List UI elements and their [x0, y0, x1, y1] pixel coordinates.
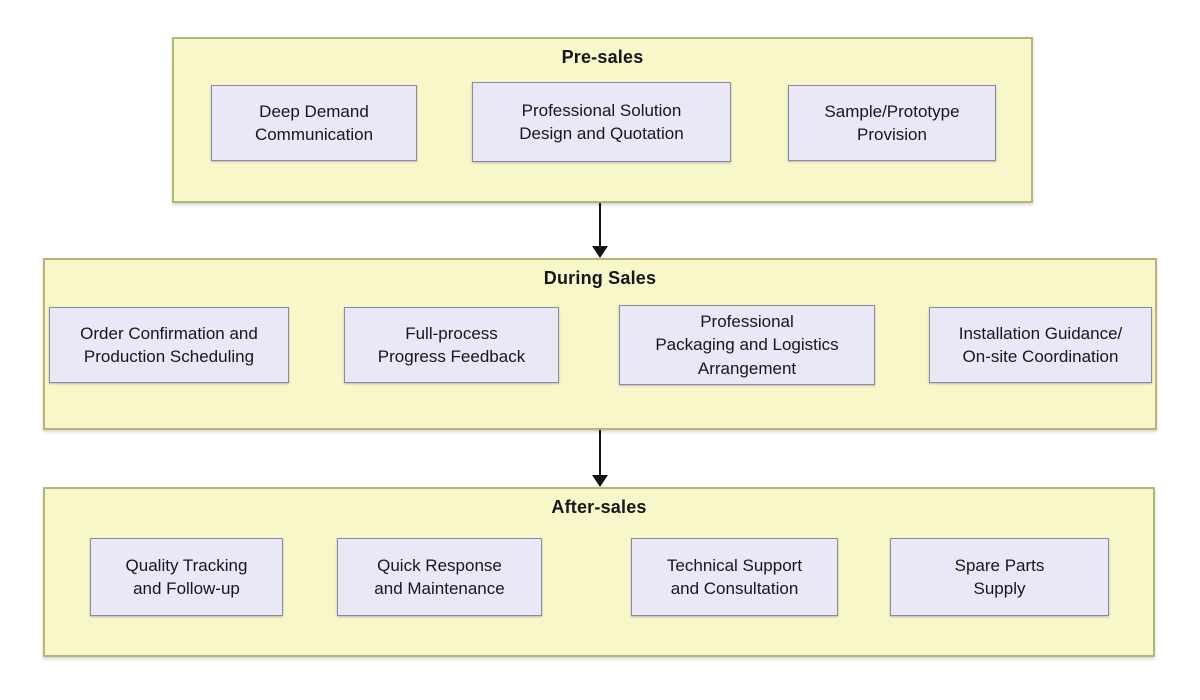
process-box-installation-guidance: Installation Guidance/ On-site Coordinat… — [929, 307, 1152, 383]
arrow-head-icon — [592, 475, 608, 487]
process-box-packaging-logistics: Professional Packaging and Logistics Arr… — [619, 305, 875, 385]
process-box-quality-tracking: Quality Tracking and Follow-up — [90, 538, 283, 616]
stage-title-during-sales: During Sales — [543, 268, 657, 288]
stage-pre-sales: Pre-sales Deep Demand Communication Prof… — [172, 37, 1033, 203]
arrow-line — [599, 430, 601, 475]
process-box-solution-design-quotation: Professional Solution Design and Quotati… — [472, 82, 731, 162]
arrow-line — [599, 203, 601, 246]
process-box-order-confirmation-scheduling: Order Confirmation and Production Schedu… — [49, 307, 289, 383]
arrow-head-icon — [592, 246, 608, 258]
stage-title-after-sales: After-sales — [551, 497, 647, 517]
stage-title-pre-sales: Pre-sales — [561, 47, 644, 67]
process-box-progress-feedback: Full-process Progress Feedback — [344, 307, 559, 383]
process-box-sample-prototype-provision: Sample/Prototype Provision — [788, 85, 996, 161]
flow-arrow-1 — [592, 203, 608, 258]
process-box-quick-response-maintenance: Quick Response and Maintenance — [337, 538, 542, 616]
flow-arrow-2 — [592, 430, 608, 487]
stage-after-sales: After-sales Quality Tracking and Follow-… — [43, 487, 1155, 657]
process-box-spare-parts-supply: Spare Parts Supply — [890, 538, 1109, 616]
stage-during-sales: During Sales Order Confirmation and Prod… — [43, 258, 1157, 430]
process-box-deep-demand-communication: Deep Demand Communication — [211, 85, 417, 161]
process-box-technical-support: Technical Support and Consultation — [631, 538, 838, 616]
